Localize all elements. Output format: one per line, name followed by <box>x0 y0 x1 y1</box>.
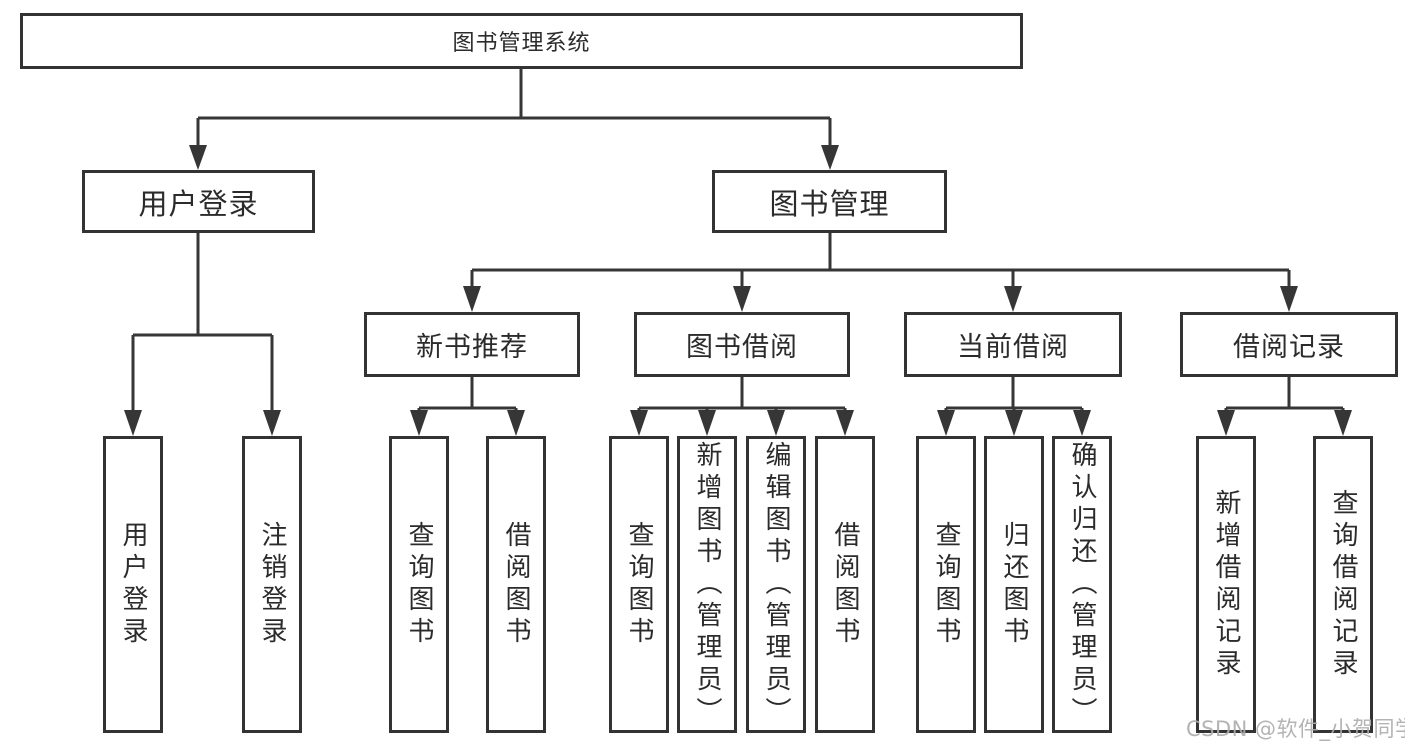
leaf-borrow-borrow-book: 借阅图书 <box>815 436 875 733</box>
arrow-down-icon <box>1334 410 1352 436</box>
arrow-down-icon <box>698 410 716 436</box>
leaf-current-query-book: 查询图书 <box>916 436 976 733</box>
node-label: 用户登录 <box>138 186 259 221</box>
node-root-library-system: 图书管理系统 <box>20 13 1023 69</box>
leaf-borrow-edit-book-admin: 编辑图书（管理员） <box>746 436 806 733</box>
arrow-down-icon <box>507 410 525 436</box>
connector-new-book-to-leaves <box>417 377 518 412</box>
node-label: 借阅图书 <box>501 520 531 649</box>
node-label: 确认归还（管理员） <box>1067 440 1097 729</box>
node-label: 新增图书（管理员） <box>692 440 722 729</box>
node-book-management: 图书管理 <box>712 170 947 233</box>
connector-group <box>131 69 1345 412</box>
arrow-down-icon <box>1004 286 1022 312</box>
node-label: 借阅记录 <box>1233 332 1345 363</box>
arrow-down-icon <box>733 286 751 312</box>
arrow-down-icon <box>189 145 207 170</box>
leaf-current-return-book: 归还图书 <box>984 436 1044 733</box>
node-label: 新书推荐 <box>416 332 528 363</box>
arrow-down-icon <box>463 286 481 312</box>
arrowhead-group <box>124 145 1352 436</box>
leaf-newbook-borrow-book: 借阅图书 <box>486 436 546 733</box>
leaf-user-login: 用户登录 <box>103 436 163 733</box>
arrow-down-icon <box>124 410 142 436</box>
node-label: 查询图书 <box>931 520 961 649</box>
node-book-borrow: 图书借阅 <box>634 312 850 377</box>
node-label: 查询图书 <box>624 520 654 649</box>
node-label: 查询借阅记录 <box>1328 488 1358 681</box>
leaf-record-query-record: 查询借阅记录 <box>1313 436 1373 733</box>
leaf-record-add-record: 新增借阅记录 <box>1196 436 1256 733</box>
node-label: 查询图书 <box>404 520 434 649</box>
node-label: 注销登录 <box>257 520 287 649</box>
connector-book-mgmt-to-level3 <box>470 233 1291 288</box>
leaf-logout: 注销登录 <box>242 436 302 733</box>
node-label: 图书借阅 <box>686 332 798 363</box>
connector-root-to-level2 <box>196 69 832 147</box>
connector-book-borrow-to-leaves <box>637 377 847 412</box>
node-label: 编辑图书（管理员） <box>761 440 791 729</box>
node-label: 新增借阅记录 <box>1211 488 1241 681</box>
arrow-down-icon <box>836 410 854 436</box>
arrow-down-icon <box>1005 410 1023 436</box>
arrow-down-icon <box>1217 410 1235 436</box>
arrow-down-icon <box>937 410 955 436</box>
arrow-down-icon <box>263 410 281 436</box>
leaf-borrow-add-book-admin: 新增图书（管理员） <box>677 436 737 733</box>
node-current-borrow: 当前借阅 <box>904 312 1122 377</box>
arrow-down-icon <box>630 410 648 436</box>
node-label: 图书管理系统 <box>452 31 591 56</box>
leaf-current-confirm-return-admin: 确认归还（管理员） <box>1052 436 1112 733</box>
node-label: 归还图书 <box>999 520 1029 649</box>
arrow-down-icon <box>410 410 428 436</box>
leaf-newbook-query-book: 查询图书 <box>389 436 449 733</box>
node-label: 图书管理 <box>769 186 890 221</box>
arrow-down-icon <box>767 410 785 436</box>
arrow-down-icon <box>821 145 839 170</box>
connector-current-borrow-to-leaves <box>944 377 1084 412</box>
node-label: 用户登录 <box>118 520 148 649</box>
node-user-login: 用户登录 <box>82 170 315 233</box>
watermark: CSDN @软件_小贺同学 <box>1186 717 1405 741</box>
node-label: 借阅图书 <box>830 520 860 649</box>
leaf-borrow-query-book: 查询图书 <box>609 436 669 733</box>
arrow-down-icon <box>1280 286 1298 312</box>
arrow-down-icon <box>1073 410 1091 436</box>
node-label: 当前借阅 <box>957 332 1069 363</box>
node-new-book-recommend: 新书推荐 <box>364 312 580 377</box>
connector-borrow-record-to-leaves <box>1224 377 1345 412</box>
node-borrow-record: 借阅记录 <box>1180 312 1398 377</box>
connector-user-login-to-leaves <box>131 233 274 412</box>
